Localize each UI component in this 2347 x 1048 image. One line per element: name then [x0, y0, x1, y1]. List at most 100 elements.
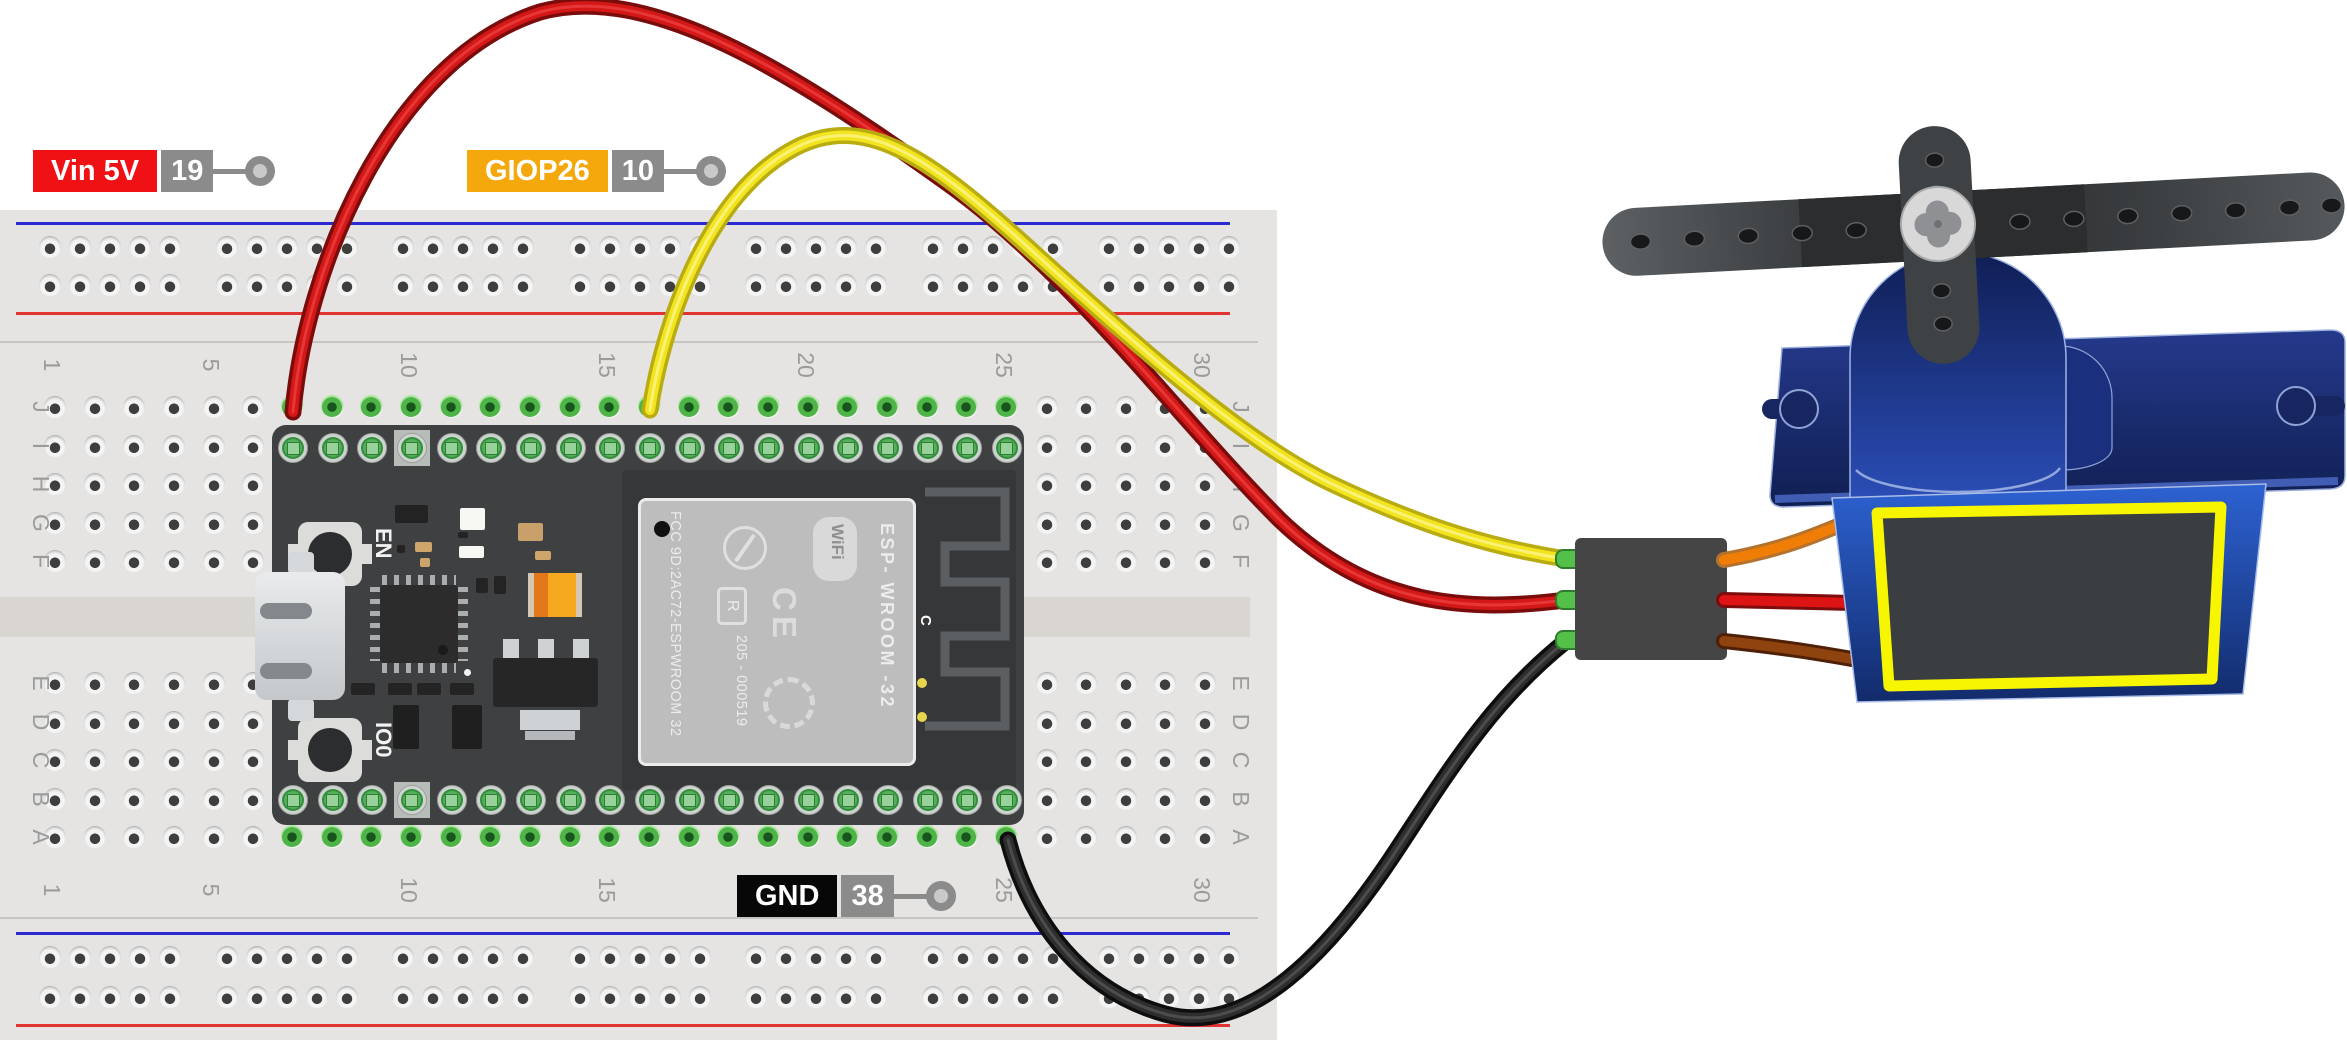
connected-hole [717, 825, 740, 847]
rail-hole [1188, 274, 1210, 296]
io0-button-tab [362, 740, 372, 760]
header-pin-hole [564, 441, 578, 455]
tie-point-hole [1114, 749, 1137, 771]
rail-hole [865, 236, 887, 258]
row-letter: A [1228, 829, 1254, 845]
tie-point-hole [123, 787, 146, 810]
rail-hole [129, 986, 151, 1008]
connector-pin-ground [1555, 630, 1583, 650]
rail-hole [775, 274, 797, 296]
servo-wire-orange [1719, 515, 1857, 565]
tie-point-hole [242, 826, 265, 848]
rail-hole [1188, 946, 1210, 968]
rail-hole [598, 274, 621, 296]
rail-hole [99, 946, 121, 968]
connected-hole [677, 395, 700, 417]
tie-point-hole [1035, 550, 1058, 572]
tie-point-hole [1075, 710, 1098, 733]
header-pin-plating [757, 437, 780, 459]
connected-hole [439, 395, 462, 417]
tie-point-hole [44, 787, 66, 810]
rail-hole [568, 236, 591, 258]
header-pin [595, 433, 626, 463]
regulator-leg [573, 639, 589, 659]
header-pin [436, 433, 467, 463]
tie-point-hole [44, 473, 66, 495]
tie-point-hole [162, 511, 185, 534]
header-pin [912, 433, 943, 463]
connected-hole [915, 395, 938, 417]
breadboard-divider-bottom [0, 917, 1258, 919]
column-number: 5 [197, 883, 224, 897]
rail-hole [835, 236, 857, 258]
row-letter: J [1228, 401, 1254, 413]
tie-point-hole [1075, 672, 1098, 694]
column-number: 10 [395, 352, 422, 378]
rail-hole [275, 986, 298, 1008]
tie-point-hole [1194, 710, 1217, 733]
rail-hole [775, 946, 797, 968]
header-pin-plating [916, 789, 939, 811]
header-pin-hole [841, 441, 855, 455]
tie-point-hole [242, 550, 265, 572]
tie-point-hole [44, 672, 66, 694]
header-pin [476, 785, 507, 815]
rail-hole [392, 986, 414, 1008]
header-pin-plating [282, 437, 304, 459]
servo-wire-orange-outline [1716, 512, 1860, 568]
antenna-trace [925, 487, 1010, 731]
header-pin-plating [321, 789, 344, 811]
connected-hole [558, 825, 581, 847]
row-letter: A [28, 829, 54, 845]
connected-hole [994, 825, 1017, 847]
chip-leads [382, 663, 456, 673]
connected-hole [399, 825, 422, 847]
gnd-pin-dot [925, 881, 956, 911]
pcb-dot [464, 669, 471, 676]
rail-hole [129, 274, 151, 296]
breadboard-divider-top [0, 341, 1258, 343]
servo-lead-wires [1716, 512, 1860, 667]
rail-hole [865, 986, 887, 1008]
rail-hole [452, 986, 474, 1008]
rail-hole [245, 236, 268, 258]
rail-hole [245, 274, 268, 296]
rail-hole [215, 236, 238, 258]
antenna-pad [917, 712, 927, 722]
rail-hole [215, 986, 238, 1008]
tie-point-hole [1075, 511, 1098, 534]
smd-component [476, 578, 488, 593]
fcc-text: FCC 9D:2AC72-ESPWROOM 32 [667, 511, 683, 737]
connected-hole [637, 825, 660, 847]
rail-hole [215, 946, 238, 968]
tie-point-hole [1075, 787, 1098, 810]
horn-vertical-arm [1898, 126, 1980, 364]
io0-button [298, 718, 362, 782]
wifi-logo: WiFi [813, 517, 857, 581]
rail-hole [835, 986, 857, 1008]
header-pin [833, 433, 864, 463]
tie-point-hole [1194, 826, 1217, 848]
row-letter: I [28, 442, 54, 449]
tie-point-hole [242, 787, 265, 810]
header-pin-hole [524, 793, 538, 807]
header-pin-hole [564, 793, 578, 807]
header-pin [555, 433, 586, 463]
horn-bar-center [1798, 184, 2088, 268]
rail-hole [1158, 236, 1180, 258]
header-pin-plating [519, 437, 542, 459]
rail-hole [39, 946, 61, 968]
rail-hole [159, 274, 181, 296]
header-pin-hole [802, 793, 816, 807]
horn-screw [1899, 186, 1976, 263]
tie-point-hole [162, 710, 185, 733]
regulator-tab [525, 731, 575, 740]
rail-hole [921, 236, 944, 258]
connected-hole [280, 825, 303, 847]
rail-hole [305, 986, 328, 1008]
header-pin-hole [405, 793, 419, 807]
rail-hole [658, 986, 681, 1008]
header-pin-plating [797, 437, 820, 459]
rail-hole [1218, 274, 1240, 296]
rail-hole [422, 274, 444, 296]
